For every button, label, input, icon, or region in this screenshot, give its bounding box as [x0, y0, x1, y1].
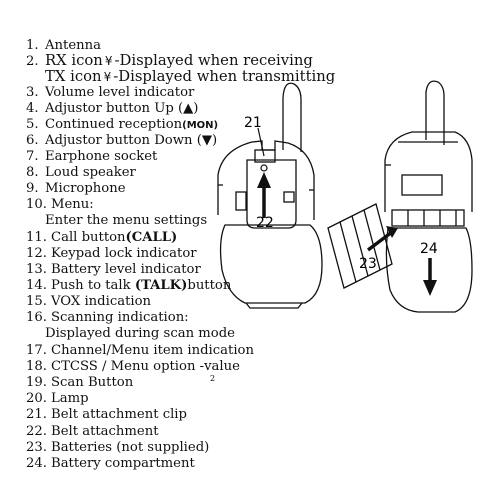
legend-item-mon: 5.Continued reception(MON)	[26, 117, 219, 132]
legend-item-menu-desc: Enter the menu settings	[45, 213, 208, 228]
legend-item-keypad-lock: 12.Keypad lock indicator	[26, 246, 197, 261]
legend-item-volume: 3.Volume level indicator	[26, 85, 195, 100]
legend-item-vox: 15.VOX indication	[26, 294, 152, 309]
legend-item-scanning: 16.Scanning indication:	[26, 310, 189, 325]
triangle-up-icon: ▲	[183, 101, 194, 116]
legend-item-battery-compartment: 24.Battery compartment	[26, 456, 195, 471]
legend-item-menu: 10.Menu:	[26, 197, 94, 212]
stray-mark: 2	[210, 374, 216, 383]
radio-battery-view	[327, 80, 473, 313]
legend-item-speaker: 8.Loud speaker	[26, 165, 136, 180]
legend-item-channel: 17.Channel/Menu item indication	[26, 343, 254, 358]
legend-item-belt-attachment: 22.Belt attachment	[26, 424, 159, 439]
antenna-right	[425, 80, 445, 145]
legend-item-call: 11.Call button(CALL)	[26, 230, 178, 245]
legend-item-lamp: 20.Lamp	[26, 391, 89, 406]
radio-right-upper-body	[384, 131, 473, 212]
legend-item-antenna: 1.Antenna	[26, 38, 101, 53]
legend-item-talk: 14.Push to talk (TALK)button	[26, 278, 232, 293]
legend-item-tx-icon: TX icon¥-Displayed when transmitting	[45, 68, 336, 85]
battery-compartment-frame	[391, 209, 465, 227]
arrow-down-24	[423, 258, 437, 296]
legend-item-earphone: 7.Earphone socket	[26, 149, 158, 164]
display-window	[401, 174, 443, 196]
legend-item-belt-clip: 21.Belt attachment clip	[26, 407, 187, 422]
legend-item-scan-button: 19.Scan Button	[26, 375, 134, 390]
legend-item-rx-icon: 2.RX icon¥-Displayed when receiving	[26, 52, 313, 70]
callout-24: 24	[420, 241, 438, 257]
antenna-signal-icon: ¥	[104, 54, 113, 68]
legend-item-adjust-down: 6.Adjustor button Down (▼)	[26, 133, 218, 148]
legend-list: 1.Antenna 2.RX icon¥-Displayed when rece…	[26, 38, 336, 471]
arrow-23	[366, 226, 398, 252]
antenna-signal-icon: ¥	[103, 70, 112, 84]
legend-item-batteries: 23.Batteries (not supplied)	[26, 440, 210, 455]
battery-compartment	[385, 227, 473, 313]
triangle-down-icon: ▼	[201, 133, 212, 148]
legend-item-scanning-desc: Displayed during scan mode	[45, 326, 235, 341]
legend-item-battery-level: 13.Battery level indicator	[26, 262, 201, 277]
legend-item-ctcss: 18.CTCSS / Menu option -value	[26, 359, 240, 374]
callout-23: 23	[359, 256, 377, 272]
legend-item-microphone: 9.Microphone	[26, 181, 126, 196]
legend-item-adjust-up: 4.Adjustor button Up (▲)	[26, 101, 199, 116]
